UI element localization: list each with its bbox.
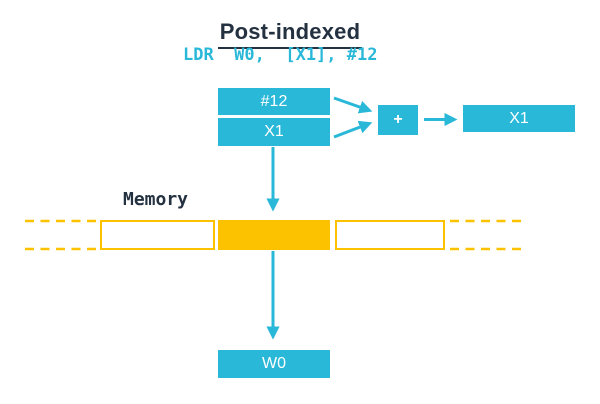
memory-label: Memory <box>123 189 189 210</box>
memory-cell-empty-right <box>335 220 445 250</box>
base-register-box: X1 <box>218 118 330 146</box>
plus-operator-box: + <box>378 105 418 135</box>
memory-cell-empty-left <box>100 220 215 250</box>
offset-register-box: #12 <box>218 88 330 115</box>
destination-register-box: W0 <box>218 350 330 378</box>
arrow-base-to-plus-icon <box>333 120 373 139</box>
page-title: Post-indexed <box>218 19 362 49</box>
instruction-code: LDR W0, [X1], #12 <box>183 45 378 65</box>
updated-base-register-box: X1 <box>463 105 575 132</box>
memory-cell-target <box>218 220 330 250</box>
arrow-offset-to-plus-icon <box>333 96 373 114</box>
